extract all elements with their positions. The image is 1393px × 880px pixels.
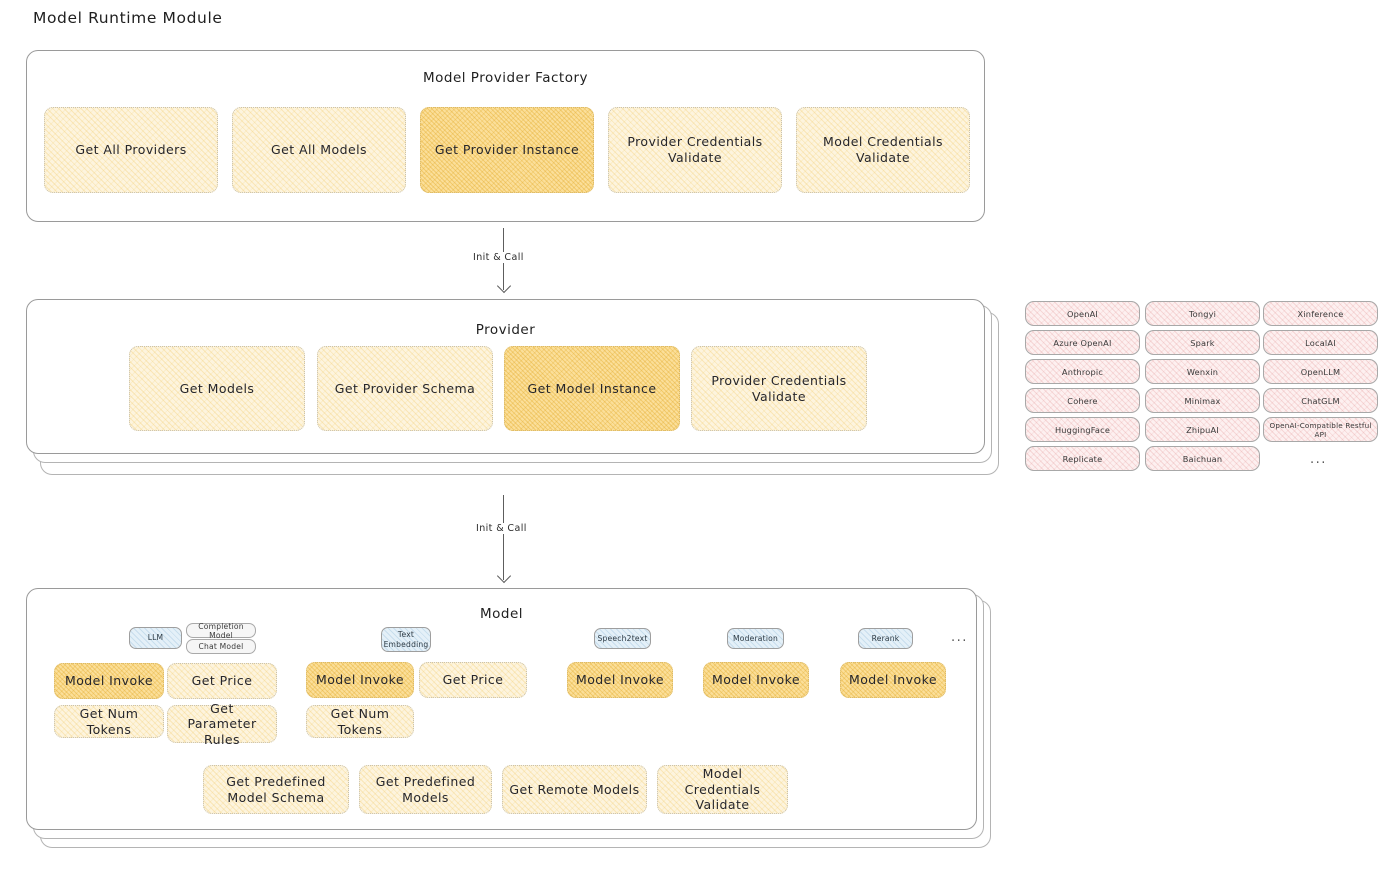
model-node-get-predefined-models[interactable]: Get Predefined Models bbox=[359, 765, 492, 814]
provider-node-provider-credentials-validate[interactable]: Provider Credentials Validate bbox=[691, 346, 867, 431]
provider-pill-openai-compatible-restful-api[interactable]: OpenAI-Compatible Restful API bbox=[1263, 417, 1378, 442]
model-node-get-predefined-model-schema[interactable]: Get Predefined Model Schema bbox=[203, 765, 349, 814]
arrow-label-init-and-call-2: Init & Call bbox=[472, 523, 531, 534]
model-subbadge-completion-model[interactable]: Completion Model bbox=[186, 622, 256, 640]
model-node-moderation-model-invoke[interactable]: Model Invoke bbox=[703, 662, 809, 698]
model-node-text-embedding-get-num-tokens[interactable]: Get Num Tokens bbox=[306, 705, 414, 738]
provider-pill-anthropic[interactable]: Anthropic bbox=[1025, 359, 1140, 384]
factory-node-provider-credentials-validate[interactable]: Provider Credentials Validate bbox=[608, 107, 782, 193]
model-groups-more: ... bbox=[951, 630, 968, 645]
provider-pill-openllm[interactable]: OpenLLM bbox=[1263, 359, 1378, 384]
arrow-head bbox=[496, 568, 511, 584]
model-badge-llm[interactable]: LLM bbox=[129, 627, 182, 649]
model-badge-rerank[interactable]: Rerank bbox=[858, 628, 913, 649]
factory-node-get-provider-instance[interactable]: Get Provider Instance bbox=[420, 107, 594, 193]
provider-pill-localai[interactable]: LocalAI bbox=[1263, 330, 1378, 355]
model-node-rerank-model-invoke[interactable]: Model Invoke bbox=[840, 662, 946, 698]
model-badge-speech2text[interactable]: Speech2text bbox=[594, 628, 651, 649]
model-node-text-embedding-get-price[interactable]: Get Price bbox=[419, 662, 527, 698]
model-provider-factory-title: Model Provider Factory bbox=[422, 70, 588, 86]
provider-pill-xinference[interactable]: Xinference bbox=[1263, 301, 1378, 326]
provider-pill-replicate[interactable]: Replicate bbox=[1025, 446, 1140, 471]
model-node-llm-get-price[interactable]: Get Price bbox=[167, 663, 277, 699]
arrow-shaft bbox=[503, 495, 504, 580]
provider-pill-wenxin[interactable]: Wenxin bbox=[1145, 359, 1260, 384]
model-card: Model bbox=[26, 588, 977, 830]
provider-title: Provider bbox=[475, 322, 536, 338]
provider-node-get-models[interactable]: Get Models bbox=[129, 346, 305, 431]
page-title: Model Runtime Module bbox=[33, 9, 223, 27]
model-badge-moderation[interactable]: Moderation bbox=[727, 628, 784, 649]
model-node-llm-model-invoke[interactable]: Model Invoke bbox=[54, 663, 164, 699]
provider-node-get-model-instance[interactable]: Get Model Instance bbox=[504, 346, 680, 431]
provider-pill-azure-openai[interactable]: Azure OpenAI bbox=[1025, 330, 1140, 355]
provider-pill-openai[interactable]: OpenAI bbox=[1025, 301, 1140, 326]
provider-node-get-provider-schema[interactable]: Get Provider Schema bbox=[317, 346, 493, 431]
factory-node-get-all-providers[interactable]: Get All Providers bbox=[44, 107, 218, 193]
provider-pill-cohere[interactable]: Cohere bbox=[1025, 388, 1140, 413]
model-node-get-remote-models[interactable]: Get Remote Models bbox=[502, 765, 647, 814]
provider-list-more: ... bbox=[1310, 452, 1327, 467]
provider-pill-minimax[interactable]: Minimax bbox=[1145, 388, 1260, 413]
arrow-label-init-and-call-1: Init & Call bbox=[469, 252, 528, 263]
model-node-model-credentials-validate[interactable]: Model Credentials Validate bbox=[657, 765, 788, 814]
factory-node-model-credentials-validate[interactable]: Model Credentials Validate bbox=[796, 107, 970, 193]
model-subbadge-chat-model[interactable]: Chat Model bbox=[186, 639, 256, 654]
provider-pill-huggingface[interactable]: HuggingFace bbox=[1025, 417, 1140, 442]
arrow-provider-to-model bbox=[494, 495, 512, 584]
model-badge-text-embedding[interactable]: Text Embedding bbox=[381, 627, 431, 652]
model-node-text-embedding-model-invoke[interactable]: Model Invoke bbox=[306, 662, 414, 698]
provider-pill-tongyi[interactable]: Tongyi bbox=[1145, 301, 1260, 326]
factory-node-get-all-models[interactable]: Get All Models bbox=[232, 107, 406, 193]
provider-pill-baichuan[interactable]: Baichuan bbox=[1145, 446, 1260, 471]
model-node-speech2text-model-invoke[interactable]: Model Invoke bbox=[567, 662, 673, 698]
arrow-head bbox=[496, 278, 511, 294]
model-title: Model bbox=[479, 606, 524, 622]
model-node-llm-get-parameter-rules[interactable]: Get Parameter Rules bbox=[167, 701, 277, 747]
provider-pill-zhipuai[interactable]: ZhipuAI bbox=[1145, 417, 1260, 442]
provider-pill-spark[interactable]: Spark bbox=[1145, 330, 1260, 355]
model-node-llm-get-num-tokens[interactable]: Get Num Tokens bbox=[54, 705, 164, 738]
provider-pill-chatglm[interactable]: ChatGLM bbox=[1263, 388, 1378, 413]
